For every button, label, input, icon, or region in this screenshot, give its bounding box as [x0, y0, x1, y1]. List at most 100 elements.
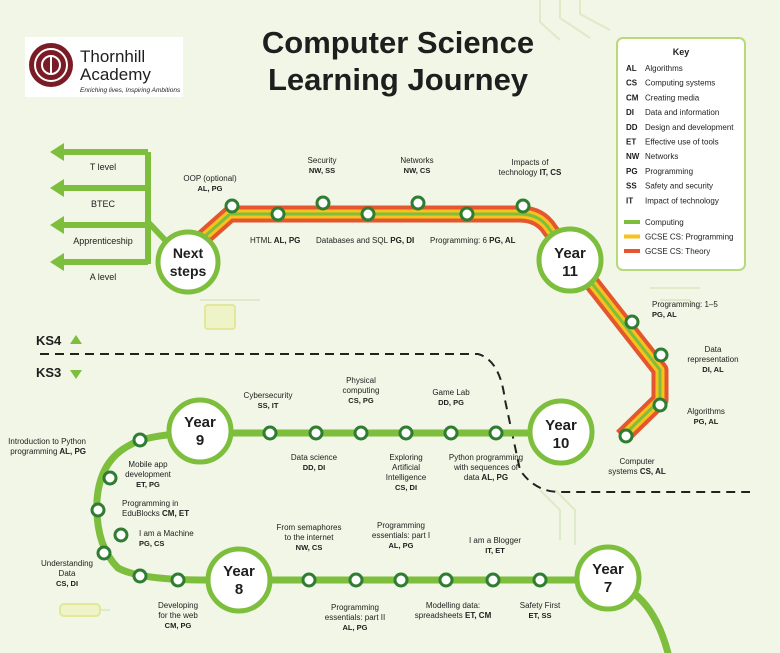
topic-codes: DI, AL: [702, 365, 724, 374]
topic-name: representation: [687, 355, 738, 364]
key-label: Algorithms: [645, 64, 683, 73]
topic-name: essentials: part II: [325, 613, 385, 622]
svg-text:8: 8: [235, 581, 243, 598]
station-marker: [532, 572, 548, 588]
topic-name: Safety First: [520, 601, 561, 610]
topic-name: Computer: [619, 457, 654, 466]
arrow-left-icon: [50, 179, 64, 197]
key-heading: Key: [673, 47, 690, 57]
topic-name: EduBlocks CM, ET: [122, 509, 189, 518]
topic-name: with sequences of: [453, 463, 519, 472]
topic-codes: AL, PG: [342, 623, 367, 632]
stage-year-11: Year 11: [536, 226, 604, 294]
key-line-label: GCSE CS: Programming: [645, 233, 733, 242]
topic-codes: AL, PG: [272, 236, 301, 245]
topic-name: technology IT, CS: [499, 168, 562, 177]
station-marker: [348, 572, 364, 588]
topic-codes: NW, CS: [404, 166, 431, 175]
station-marker: [410, 195, 426, 211]
topic-name: Algorithms: [687, 407, 725, 416]
topic-name: Exploring: [389, 453, 422, 462]
topic-name: Intelligence: [386, 473, 427, 482]
svg-text:Year: Year: [184, 414, 216, 431]
key-label: Networks: [645, 152, 678, 161]
station-marker: [113, 527, 129, 543]
key-label: Programming: [645, 167, 693, 176]
topic-name: for the web: [158, 611, 198, 620]
topic-name: I am a Machine: [139, 529, 194, 538]
circuit-decoration: [60, 0, 701, 611]
stage-year-10: Year 10: [527, 398, 595, 466]
arrow-up-icon: [70, 335, 82, 344]
topic-codes: CM, ET: [160, 509, 189, 518]
station-marker: [459, 206, 475, 222]
svg-text:7: 7: [604, 579, 612, 596]
topic-codes: CS, DI: [395, 483, 417, 492]
resistor-icon: [59, 603, 101, 617]
topic-codes: CM, PG: [165, 621, 192, 630]
key-code: DI: [626, 108, 634, 117]
stage-year-9: Year 9: [166, 397, 234, 465]
topic-name: Databases and SQL PG, DI: [316, 236, 414, 245]
station-marker: [618, 428, 634, 444]
page-title: Learning Journey: [268, 62, 529, 97]
topic-name: HTML AL, PG: [250, 236, 300, 245]
ks4-track: [180, 205, 669, 444]
station-marker: [308, 425, 324, 441]
topic-codes: ET, SS: [529, 611, 552, 620]
station-marker: [132, 568, 148, 584]
key-code: NW: [626, 152, 640, 161]
svg-text:10: 10: [553, 435, 570, 452]
arrow-down-icon: [70, 370, 82, 379]
svg-text:Year: Year: [592, 561, 624, 578]
topic-codes: IT, ET: [485, 546, 505, 555]
key-label: Design and development: [645, 123, 734, 132]
topic-name: spreadsheets ET, CM: [415, 611, 492, 620]
topic-codes: DD, PG: [438, 398, 464, 407]
topic-name: Modelling data:: [426, 601, 480, 610]
station-marker: [224, 198, 240, 214]
logo: Thornhill Academy Enriching lives, Inspi…: [25, 37, 183, 97]
svg-text:11: 11: [562, 263, 578, 280]
key-code: AL: [626, 64, 637, 73]
topic-codes: AL, PG: [479, 473, 508, 482]
key-label: Impact of technology: [645, 196, 719, 205]
key-label: Creating media: [645, 93, 700, 102]
topic-name: Data: [59, 569, 76, 578]
station-marker: [485, 572, 501, 588]
key-code: PG: [626, 167, 638, 176]
station-marker: [624, 314, 640, 330]
station-marker: [96, 545, 112, 561]
topic-name: Programming: 6 PG, AL: [430, 236, 516, 245]
next-option-label: Apprenticeship: [73, 236, 133, 246]
station-marker: [488, 425, 504, 441]
station-marker: [90, 502, 106, 518]
arrow-left-icon: [50, 216, 64, 234]
next-option-label: BTEC: [91, 199, 116, 209]
key-code: CM: [626, 93, 639, 102]
topic-codes: PG, DI: [388, 236, 414, 245]
ks3-label: KS3: [36, 365, 61, 380]
topic-codes: NW, SS: [309, 166, 335, 175]
topic-name: data AL, PG: [464, 473, 508, 482]
station-marker: [393, 572, 409, 588]
topic-name: systems CS, AL: [608, 467, 666, 476]
topic-codes: ET, CM: [463, 611, 492, 620]
topic-name: I am a Blogger: [469, 536, 521, 545]
topic-codes: SS, IT: [258, 401, 279, 410]
topic-name: Networks: [400, 156, 433, 165]
station-marker: [515, 198, 531, 214]
station-marker: [301, 572, 317, 588]
topic-codes: CS, AL: [638, 467, 666, 476]
station-marker: [653, 347, 669, 363]
topic-name: Understanding: [41, 559, 93, 568]
stage-year-7: Year 7: [574, 544, 642, 612]
station-marker: [102, 470, 118, 486]
station-marker: [398, 425, 414, 441]
topic-name: Programming: [331, 603, 379, 612]
key-code: ET: [626, 138, 636, 147]
